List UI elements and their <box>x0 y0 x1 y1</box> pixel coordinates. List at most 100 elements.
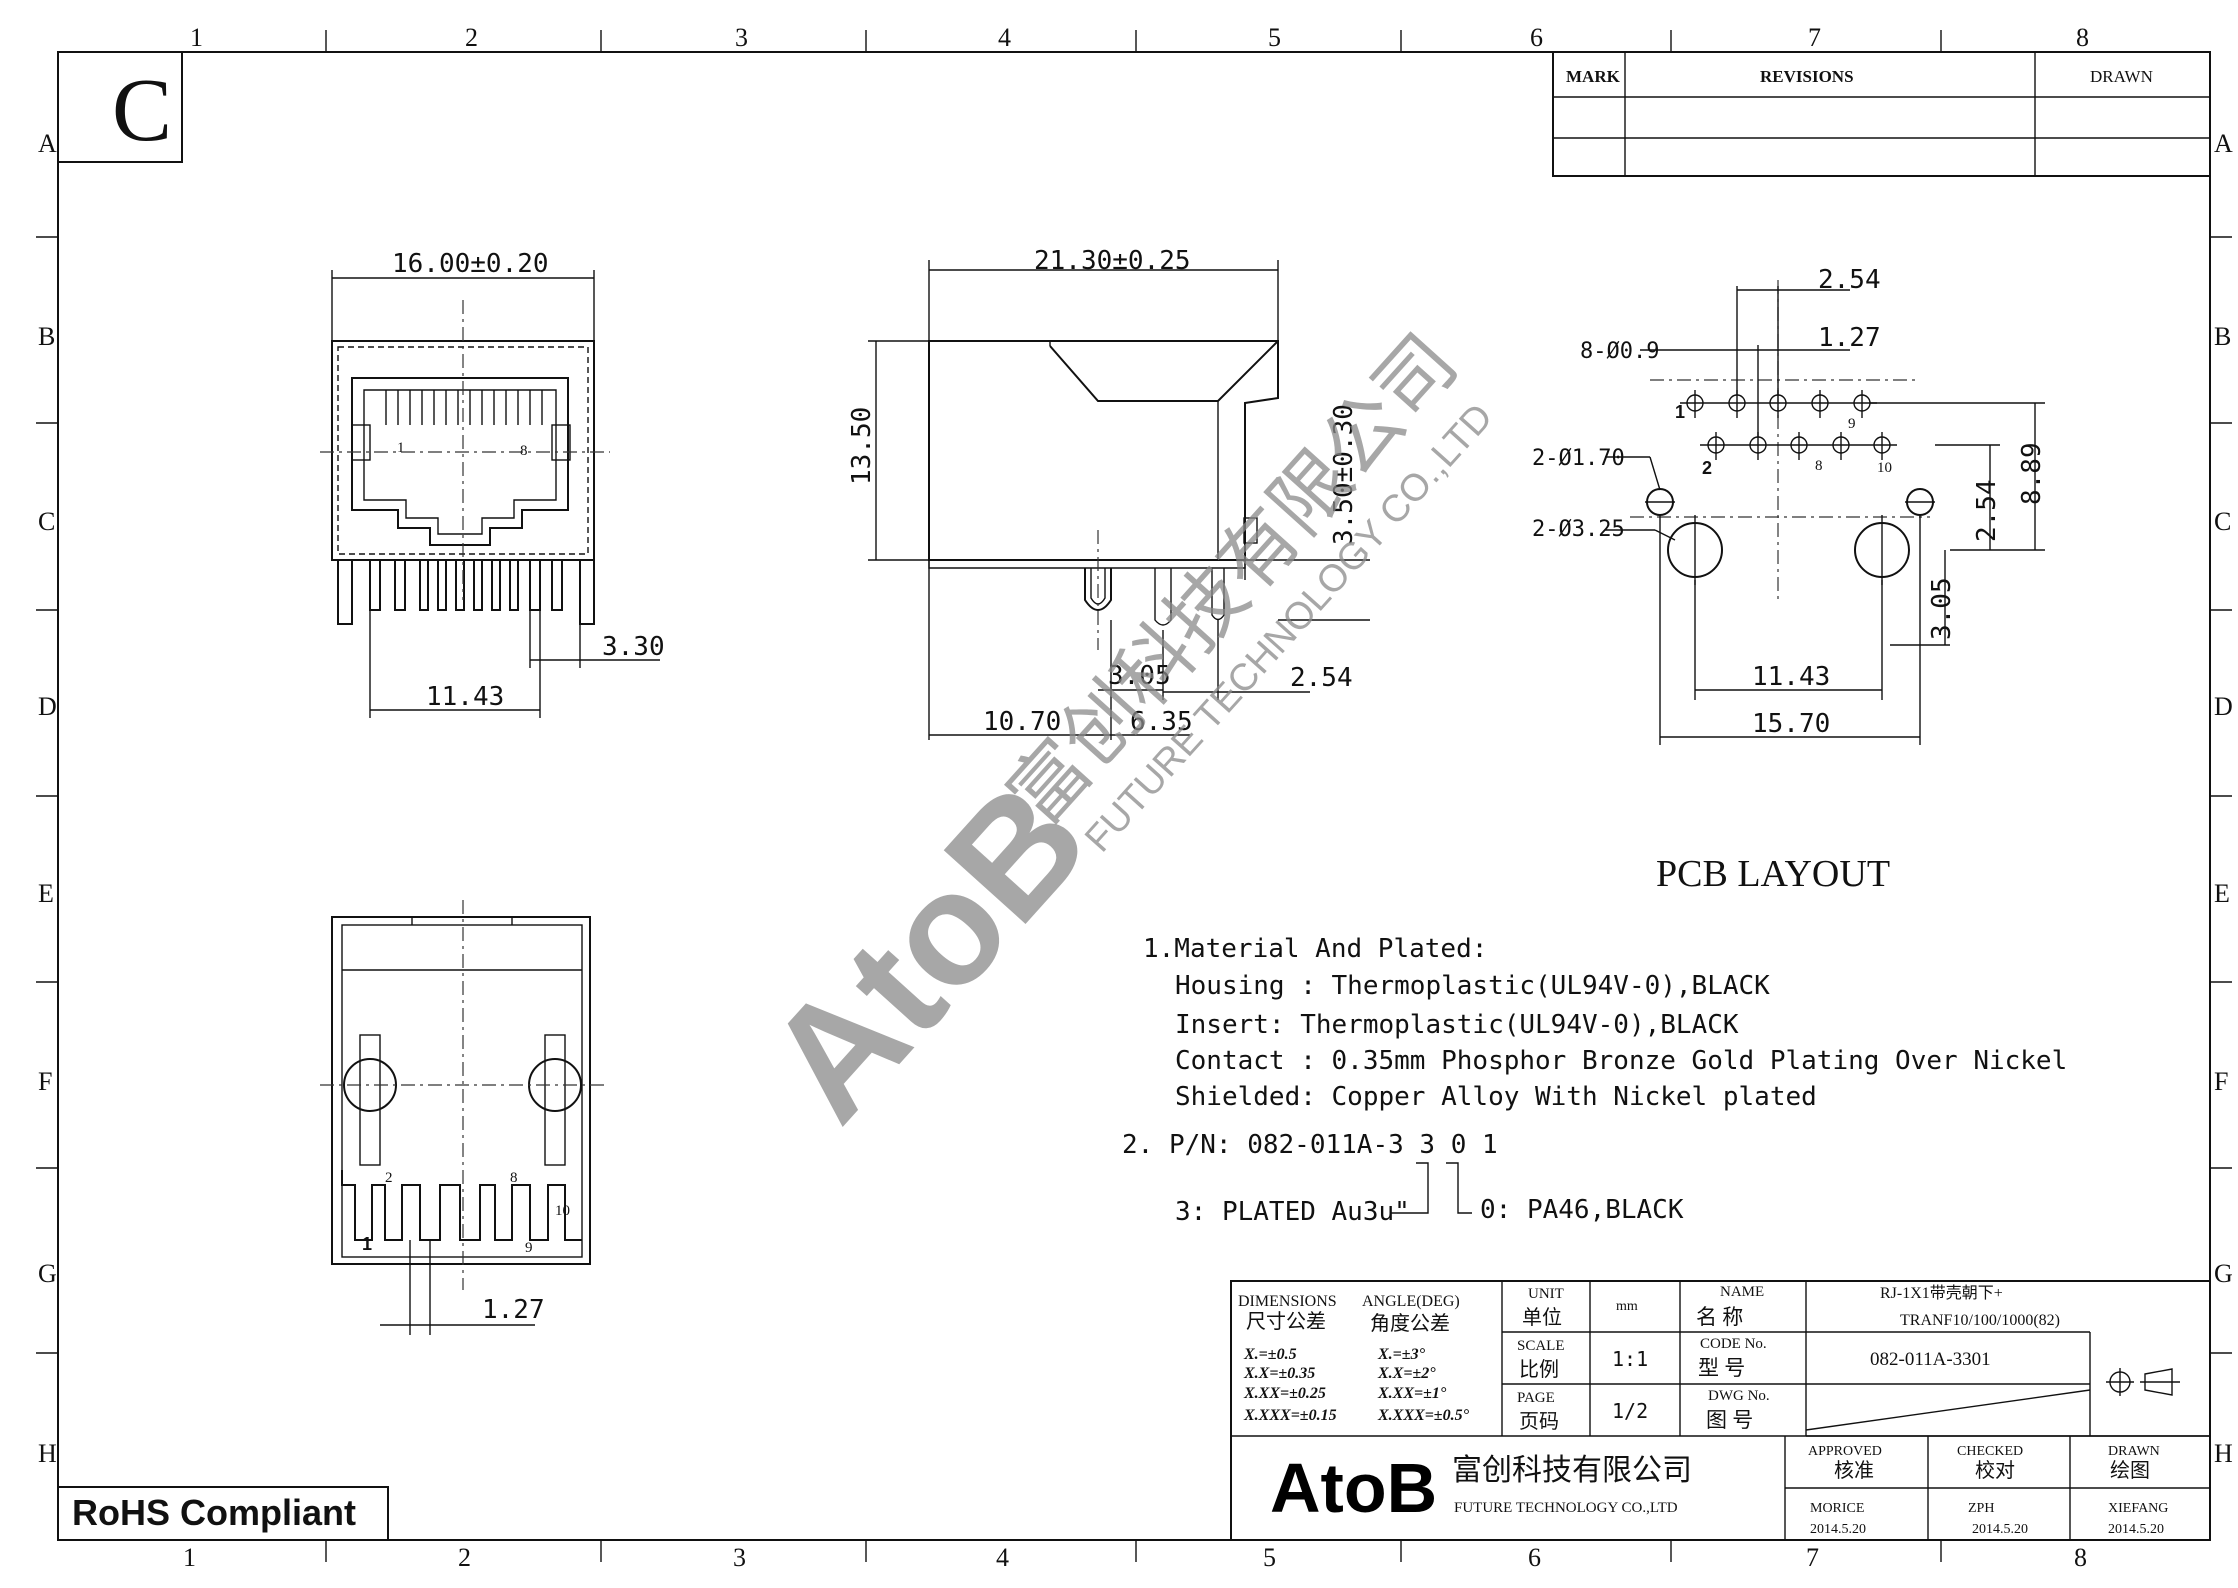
svg-text:PAGE: PAGE <box>1517 1390 1555 1406</box>
svg-text:D: D <box>38 692 57 721</box>
svg-text:XIEFANG: XIEFANG <box>2108 1501 2168 1516</box>
svg-text:8: 8 <box>520 443 528 459</box>
svg-text:CODE No.: CODE No. <box>1700 1336 1767 1352</box>
svg-text:2014.5.20: 2014.5.20 <box>2108 1522 2164 1537</box>
svg-text:Shielded: Copper Alloy With N: Shielded: Copper Alloy With Nickel plate… <box>1175 1082 1817 1112</box>
svg-text:3: 3 <box>733 1543 746 1572</box>
svg-text:UNIT: UNIT <box>1528 1286 1564 1302</box>
svg-text:校对: 校对 <box>1975 1459 2015 1482</box>
svg-text:X.=±3°: X.=±3° <box>1377 1346 1426 1363</box>
svg-text:11.43: 11.43 <box>426 682 504 712</box>
svg-text:比例: 比例 <box>1519 1358 1559 1381</box>
svg-text:单位: 单位 <box>1522 1306 1562 1329</box>
svg-text:SCALE: SCALE <box>1517 1338 1565 1354</box>
svg-text:9: 9 <box>525 1240 533 1256</box>
svg-text:MARK: MARK <box>1566 67 1621 86</box>
svg-text:NAME: NAME <box>1720 1284 1764 1300</box>
svg-text:2.54: 2.54 <box>1818 265 1881 295</box>
svg-text:2-Ø1.70: 2-Ø1.70 <box>1532 446 1625 471</box>
svg-text:7: 7 <box>1806 1543 1819 1572</box>
svg-text:A: A <box>38 129 57 158</box>
svg-text:11.43: 11.43 <box>1752 662 1830 692</box>
svg-text:8: 8 <box>2076 23 2089 52</box>
column-labels-top: 1 2 3 4 5 6 7 8 <box>190 23 2089 52</box>
pcb-layout-title: PCB LAYOUT <box>1656 853 1890 895</box>
svg-text:B: B <box>38 322 55 351</box>
svg-text:F: F <box>2214 1067 2228 1096</box>
svg-text:2.54: 2.54 <box>1290 663 1353 693</box>
svg-text:X.X=±2°: X.X=±2° <box>1377 1365 1436 1382</box>
svg-text:X.=±0.5: X.=±0.5 <box>1243 1346 1297 1363</box>
svg-text:1/2: 1/2 <box>1612 1399 1648 1423</box>
svg-text:2: 2 <box>385 1170 393 1186</box>
front-view: 1 8 16.00±0.20 11.43 3.30 <box>320 249 665 718</box>
svg-text:DRAWN: DRAWN <box>2090 67 2153 86</box>
notes: 1.Material And Plated: Housing : Thermop… <box>1122 934 2067 1227</box>
svg-text:RJ-1X1带壳朝下+: RJ-1X1带壳朝下+ <box>1880 1284 2003 1302</box>
svg-text:1: 1 <box>1675 402 1685 422</box>
svg-text:核准: 核准 <box>1834 1459 1874 1482</box>
svg-text:10: 10 <box>555 1203 570 1219</box>
svg-text:1.Material And Plated:: 1.Material And Plated: <box>1143 934 1487 964</box>
svg-text:页码: 页码 <box>1519 1411 1559 1433</box>
svg-text:8.89: 8.89 <box>2017 442 2047 505</box>
svg-text:2014.5.20: 2014.5.20 <box>1810 1522 1866 1537</box>
svg-text:Contact : 0.35mm Phosphor Bron: Contact : 0.35mm Phosphor Bronze Gold Pl… <box>1175 1046 2067 1076</box>
svg-text:Insert: Thermoplastic(UL94V-0): Insert: Thermoplastic(UL94V-0),BLACK <box>1175 1010 1739 1040</box>
rohs-box <box>57 1486 389 1541</box>
pcb-layout: 1 9 2 8 10 2.54 1.27 8-Ø0.9 2-Ø1.70 2-Ø3… <box>1532 265 2047 895</box>
svg-text:CHECKED: CHECKED <box>1957 1444 2023 1459</box>
svg-text:6: 6 <box>1530 23 1543 52</box>
svg-text:8-Ø0.9: 8-Ø0.9 <box>1580 339 1659 364</box>
svg-text:G: G <box>2214 1259 2233 1288</box>
column-ticks <box>325 30 1942 1562</box>
svg-text:DIMENSIONS: DIMENSIONS <box>1238 1293 1337 1310</box>
svg-text:富创科技有限公司: 富创科技有限公司 <box>1452 1454 1692 1487</box>
svg-text:3.30: 3.30 <box>602 632 665 662</box>
svg-text:13.50: 13.50 <box>847 407 877 485</box>
svg-text:C: C <box>38 507 55 536</box>
svg-text:8: 8 <box>510 1170 518 1186</box>
svg-text:10.70: 10.70 <box>983 707 1061 737</box>
svg-text:3: 3 <box>735 23 748 52</box>
svg-text:绘图: 绘图 <box>2110 1459 2150 1482</box>
svg-text:2: 2 <box>458 1543 471 1572</box>
svg-text:2.54: 2.54 <box>1972 479 2002 542</box>
svg-text:角度公差: 角度公差 <box>1370 1312 1450 1335</box>
svg-text:DRAWN: DRAWN <box>2108 1444 2160 1459</box>
company-logo: AtoB <box>1270 1449 1437 1527</box>
svg-text:ZPH: ZPH <box>1968 1501 1994 1516</box>
svg-text:E: E <box>2214 879 2230 908</box>
svg-text:2014.5.20: 2014.5.20 <box>1972 1522 2028 1537</box>
svg-text:A: A <box>2214 129 2233 158</box>
svg-text:2. P/N: 082-011A-3 3 0 1: 2. P/N: 082-011A-3 3 0 1 <box>1122 1130 1498 1160</box>
svg-text:E: E <box>38 879 54 908</box>
svg-text:3.05: 3.05 <box>1927 577 1957 640</box>
svg-text:X.X=±0.35: X.X=±0.35 <box>1243 1365 1315 1382</box>
svg-text:6.35: 6.35 <box>1130 707 1193 737</box>
svg-text:1.27: 1.27 <box>482 1295 545 1325</box>
svg-text:名 称: 名 称 <box>1696 1305 1743 1329</box>
svg-text:5: 5 <box>1268 23 1281 52</box>
revisions-table: MARK REVISIONS DRAWN <box>1552 51 2211 177</box>
svg-text:D: D <box>2214 692 2233 721</box>
svg-text:4: 4 <box>996 1543 1009 1572</box>
svg-text:X.XXX=±0.15: X.XXX=±0.15 <box>1243 1407 1337 1424</box>
svg-text:H: H <box>38 1439 57 1468</box>
revision-letter: C <box>112 61 172 160</box>
svg-text:Housing : Thermoplastic(UL94V-: Housing : Thermoplastic(UL94V-0),BLACK <box>1175 971 1770 1001</box>
svg-text:ANGLE(DEG): ANGLE(DEG) <box>1362 1293 1460 1310</box>
bottom-view: 2 8 10 1 9 1.27 <box>320 900 605 1335</box>
svg-text:16.00±0.20: 16.00±0.20 <box>392 249 549 279</box>
row-ticks <box>36 236 2232 1354</box>
side-view: 21.30±0.25 13.50 3.50±0.30 3.05 2.54 10.… <box>847 246 1370 740</box>
svg-text:H: H <box>2214 1439 2233 1468</box>
svg-text:APPROVED: APPROVED <box>1808 1444 1882 1459</box>
svg-text:8: 8 <box>1815 458 1823 474</box>
svg-text:5: 5 <box>1263 1543 1276 1572</box>
svg-text:15.70: 15.70 <box>1752 709 1830 739</box>
svg-text:1: 1 <box>397 440 405 456</box>
svg-text:C: C <box>2214 507 2231 536</box>
svg-text:21.30±0.25: 21.30±0.25 <box>1034 246 1191 276</box>
